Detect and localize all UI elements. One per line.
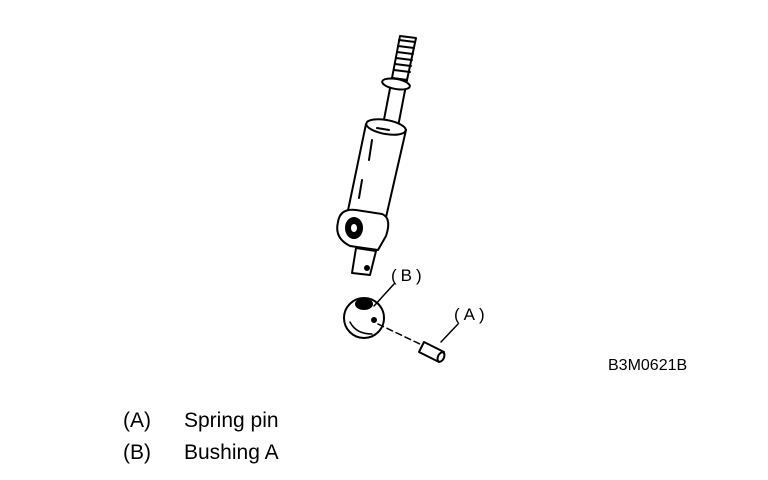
callout-b-label: (B) (391, 266, 426, 285)
legend-text: Bushing A (184, 441, 279, 464)
spring-pin (418, 341, 446, 363)
leader-b (373, 283, 395, 307)
alignment-line (377, 323, 425, 347)
legend-key: (A) (123, 409, 151, 432)
callout-a-label: (A) (454, 305, 489, 324)
legend-text: Spring pin (184, 409, 279, 432)
threaded-tip (391, 35, 417, 81)
legend: (A) Spring pin (B) Bushing A (123, 405, 279, 469)
shift-rod-diagram (336, 35, 459, 363)
legend-key: (B) (123, 441, 151, 464)
collar-ring (381, 77, 411, 91)
figure-code: B3M0621B (608, 357, 688, 374)
legend-item: (B) Bushing A (123, 437, 279, 469)
leader-a (440, 323, 459, 343)
legend-item: (A) Spring pin (123, 405, 279, 437)
lower-pin (351, 247, 377, 276)
tube-top-ring (365, 118, 407, 136)
bushing-ball (343, 297, 385, 339)
